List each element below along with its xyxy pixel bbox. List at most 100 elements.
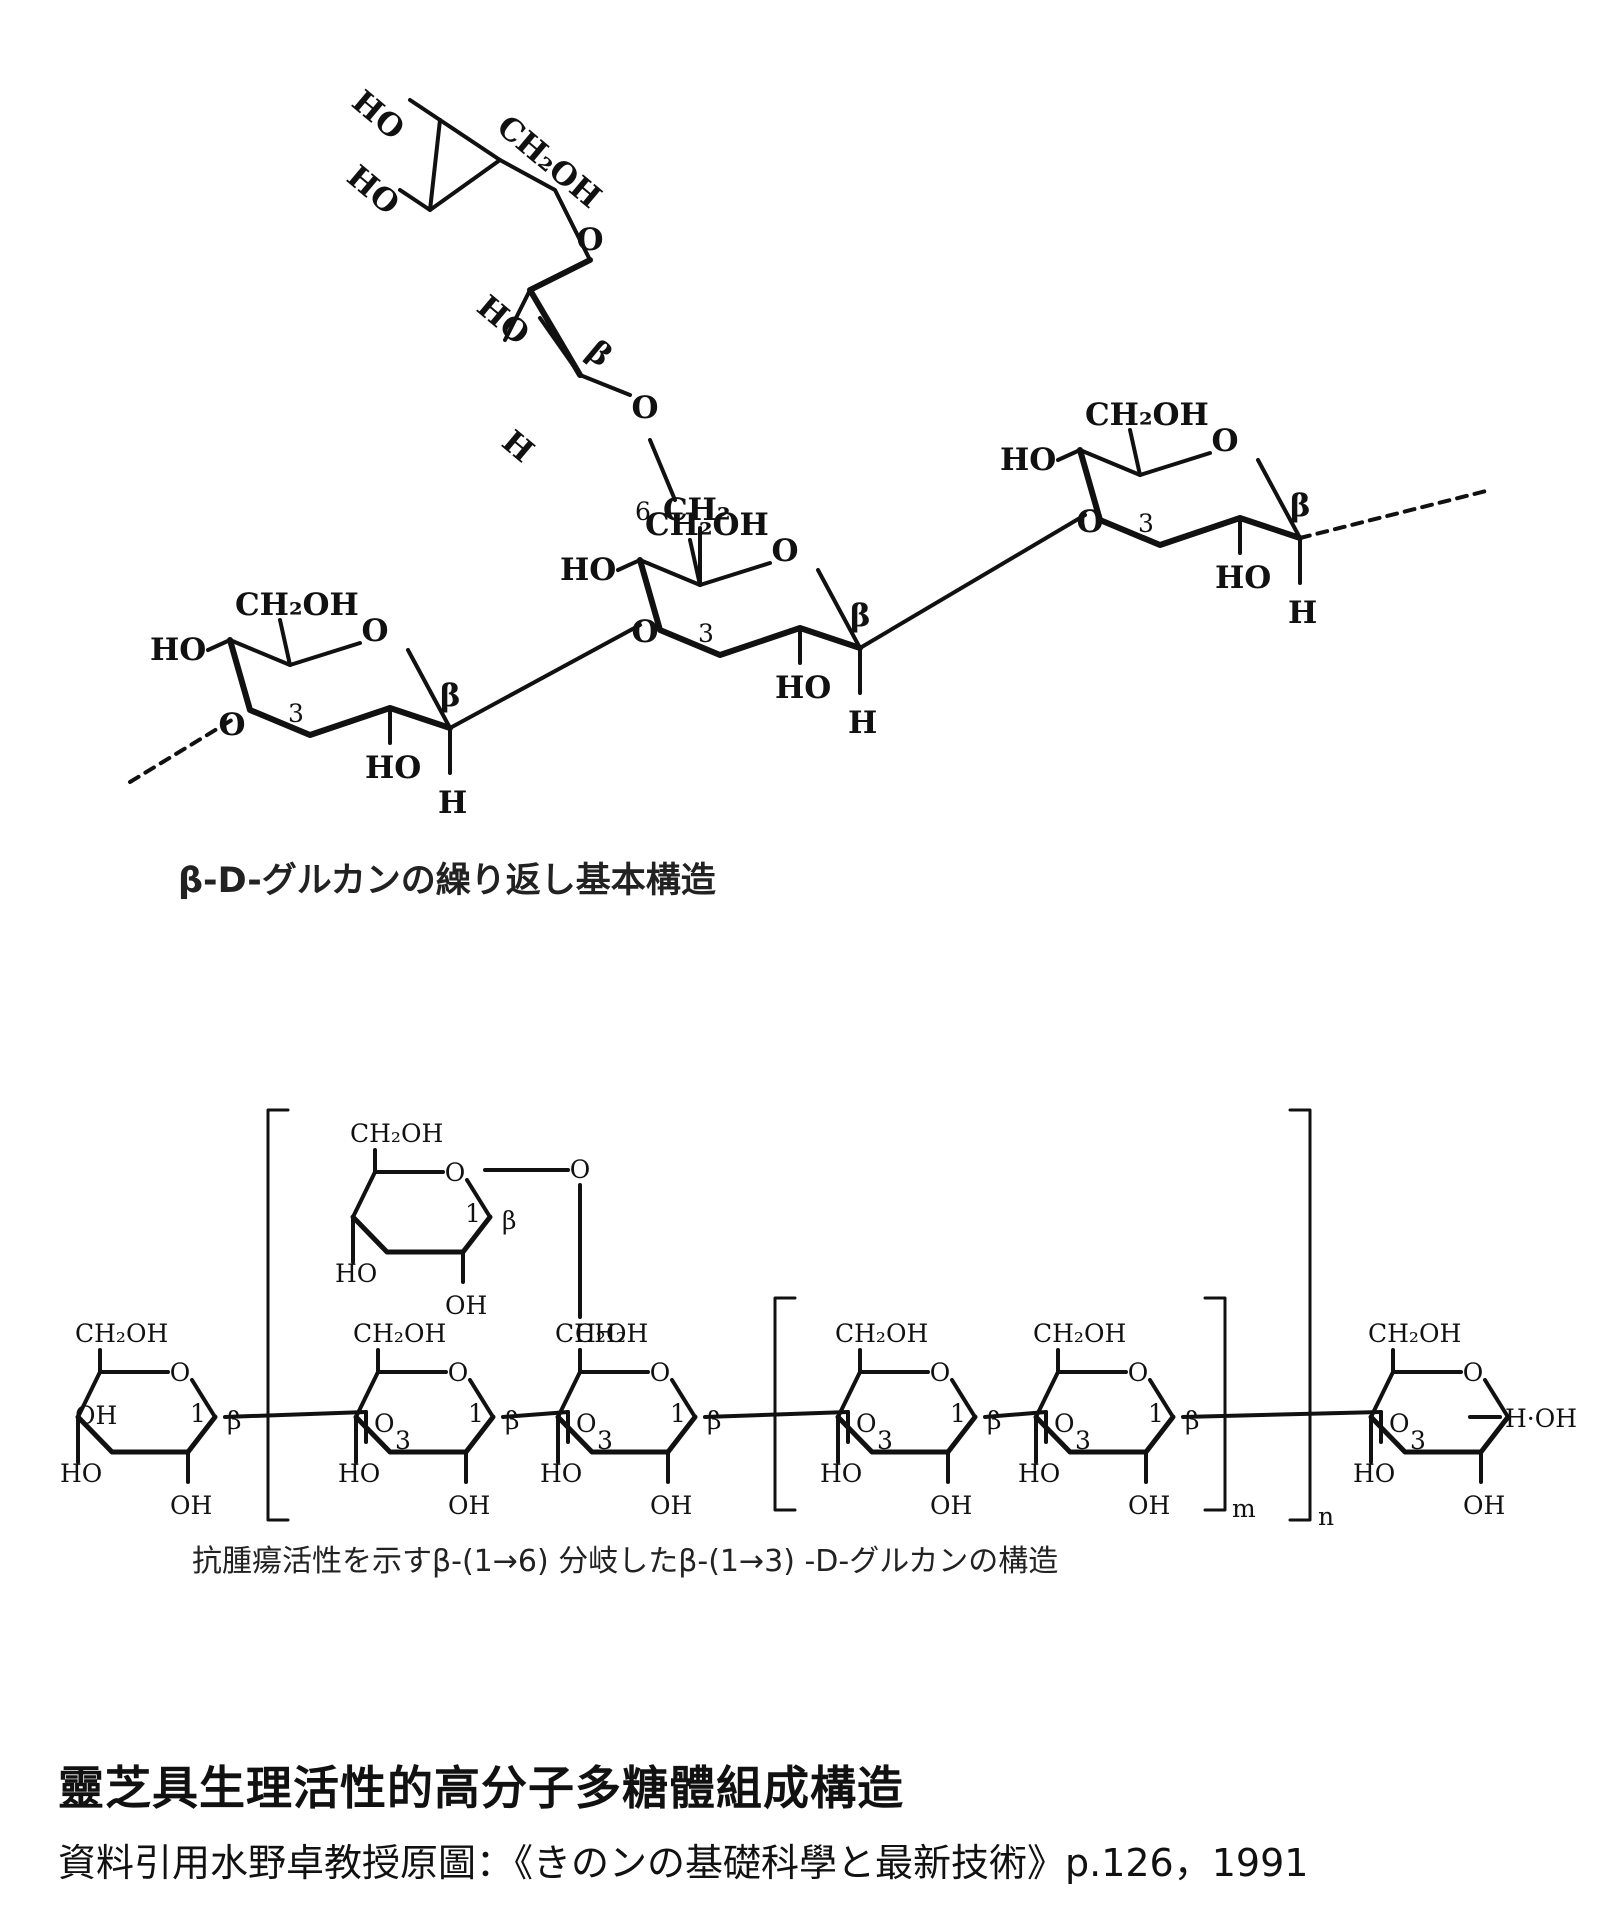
link-oxygen-2: O — [631, 614, 658, 650]
ch2oh-label-b2: CH₂OH — [353, 1319, 446, 1348]
oh-label-3: HO — [1215, 560, 1271, 596]
ch2oh-label-2: CH₂OH — [645, 507, 769, 543]
pos1-label-b4: 1 — [950, 1399, 966, 1428]
pos1-label-b5: 1 — [1148, 1399, 1164, 1428]
ch2oh-label-b6: CH₂OH — [1368, 1319, 1461, 1348]
ring-oxygen-b7: O — [445, 1158, 466, 1187]
h-bond — [503, 288, 532, 342]
figure-title: 靈芝具生理活性的高分子多糖體組成構造 — [58, 1761, 904, 1815]
ho-bond — [616, 558, 642, 572]
reducing-end-label: H·OH — [1505, 1404, 1577, 1433]
ring-bond — [190, 1378, 217, 1419]
o3-label-b2: O — [374, 1409, 395, 1438]
oh-label-b6: OH — [1463, 1491, 1505, 1520]
ring-bond — [950, 1378, 977, 1419]
ho-label-b4: HO — [820, 1459, 862, 1488]
ring-bond — [836, 1370, 930, 1419]
ring-oxygen-b2: O — [448, 1358, 469, 1387]
ring-bond — [288, 641, 362, 667]
ring-bond-bold — [1368, 1414, 1511, 1455]
ch2oh-label-b7: CH₂OH — [350, 1119, 443, 1148]
bracket-m-subscript: m — [1232, 1494, 1256, 1523]
ring-bond-bold — [637, 557, 863, 658]
backbone-bond — [501, 1410, 570, 1419]
branch-ch2-label-b: CH₂ — [575, 1319, 626, 1348]
ring-bond — [1256, 458, 1302, 540]
ch2oh-label-b1: CH₂OH — [75, 1319, 168, 1348]
ring-oxygen-b6: O — [1463, 1358, 1484, 1387]
bracket-n-right — [1288, 1108, 1312, 1522]
link-oxygen-3: O — [1076, 504, 1103, 540]
ring-oxygen-1: O — [361, 613, 388, 649]
branch-ring — [438, 118, 592, 262]
branch-ho-2: HO — [340, 159, 406, 223]
beta-label-b7: β — [502, 1206, 516, 1235]
bracket-n-subscript: n — [1318, 1502, 1334, 1531]
oh-label-1: HO — [365, 750, 421, 786]
ring-bond — [1148, 1378, 1175, 1419]
backbone-bond — [1181, 1410, 1383, 1419]
ring-bond-bold — [555, 1414, 698, 1455]
ring-bond — [1078, 448, 1142, 477]
h-label-3: H — [1288, 595, 1317, 631]
branch-ring — [538, 316, 582, 377]
pos3-label-2: 3 — [698, 619, 714, 648]
beta-label-b3: β — [707, 1406, 721, 1435]
ring-bond — [468, 1378, 495, 1419]
beta-label-b5: β — [1185, 1406, 1199, 1435]
pos1-label-b2: 1 — [468, 1399, 484, 1428]
branch-beta: β — [580, 334, 619, 375]
glycosidic-bond — [448, 623, 642, 730]
pos3-label-1: 3 — [288, 699, 304, 728]
ring-bond-bold — [1033, 1414, 1176, 1455]
beta-label-3: β — [1290, 488, 1311, 524]
ch2oh-label-3: CH₂OH — [1085, 397, 1209, 433]
oh-label-b3: OH — [650, 1491, 692, 1520]
ring-bond — [670, 1378, 697, 1419]
ho-label-b2: HO — [338, 1459, 380, 1488]
ring-bond — [354, 1370, 448, 1419]
ch2oh-label-b3: CH₂OH — [555, 1319, 648, 1348]
backbone-bond — [223, 1410, 368, 1419]
pos1-label-b7: 1 — [465, 1199, 481, 1228]
pos3-label-b3: 3 — [597, 1426, 613, 1455]
ring-bond — [1483, 1378, 1510, 1419]
pos3-label-3: 3 — [1138, 509, 1154, 538]
ho-label-3: HO — [1000, 442, 1056, 478]
ring-bond — [1138, 451, 1212, 477]
ho-bond — [408, 98, 442, 122]
o3-label-b4: O — [856, 1409, 877, 1438]
branch-link-oxygen: O — [570, 1155, 591, 1184]
figure-source: 資料引用水野卓教授原圖：《きのンの基礎科學と最新技術》p.126，1991 — [58, 1841, 1309, 1885]
ring-bond — [465, 1178, 492, 1219]
beta-label-b4: β — [987, 1406, 1001, 1435]
bracket-n-left — [266, 1108, 290, 1522]
ch2oh-bond — [278, 618, 292, 667]
chain-end-dashed — [128, 716, 237, 784]
ring-bond-bold — [227, 637, 453, 738]
chain-end-dashed — [1298, 488, 1492, 540]
pos1-label-b1: 1 — [190, 1399, 206, 1428]
branch-oxygen: O — [631, 390, 658, 426]
branch-bond — [648, 438, 677, 502]
pos1-label-b3: 1 — [670, 1399, 686, 1428]
ch2oh-label-b5: CH₂OH — [1033, 1319, 1126, 1348]
branch-ring-oxygen: O — [576, 222, 603, 258]
ch2oh-label-1: CH₂OH — [235, 587, 359, 623]
h-label-1: H — [438, 785, 467, 821]
oh-label-b4: OH — [930, 1491, 972, 1520]
pos3-label-b6: 3 — [1410, 1426, 1426, 1455]
ring-oxygen-3: O — [1211, 423, 1238, 459]
pos6-label: 6 — [635, 497, 651, 526]
ring-oxygen-b1: O — [170, 1358, 191, 1387]
ring-bond — [406, 648, 452, 730]
ho-label-b7: HO — [335, 1259, 377, 1288]
pos3-label-b5: 3 — [1075, 1426, 1091, 1455]
ho-bond — [398, 188, 432, 212]
branch-ho-1: HO — [345, 84, 411, 148]
o3-label-b5: O — [1054, 1409, 1075, 1438]
ring-bond-bold — [350, 1214, 493, 1255]
o3-label-b3: O — [576, 1409, 597, 1438]
ho-label-1: HO — [150, 632, 206, 668]
ho-bond — [206, 638, 232, 652]
